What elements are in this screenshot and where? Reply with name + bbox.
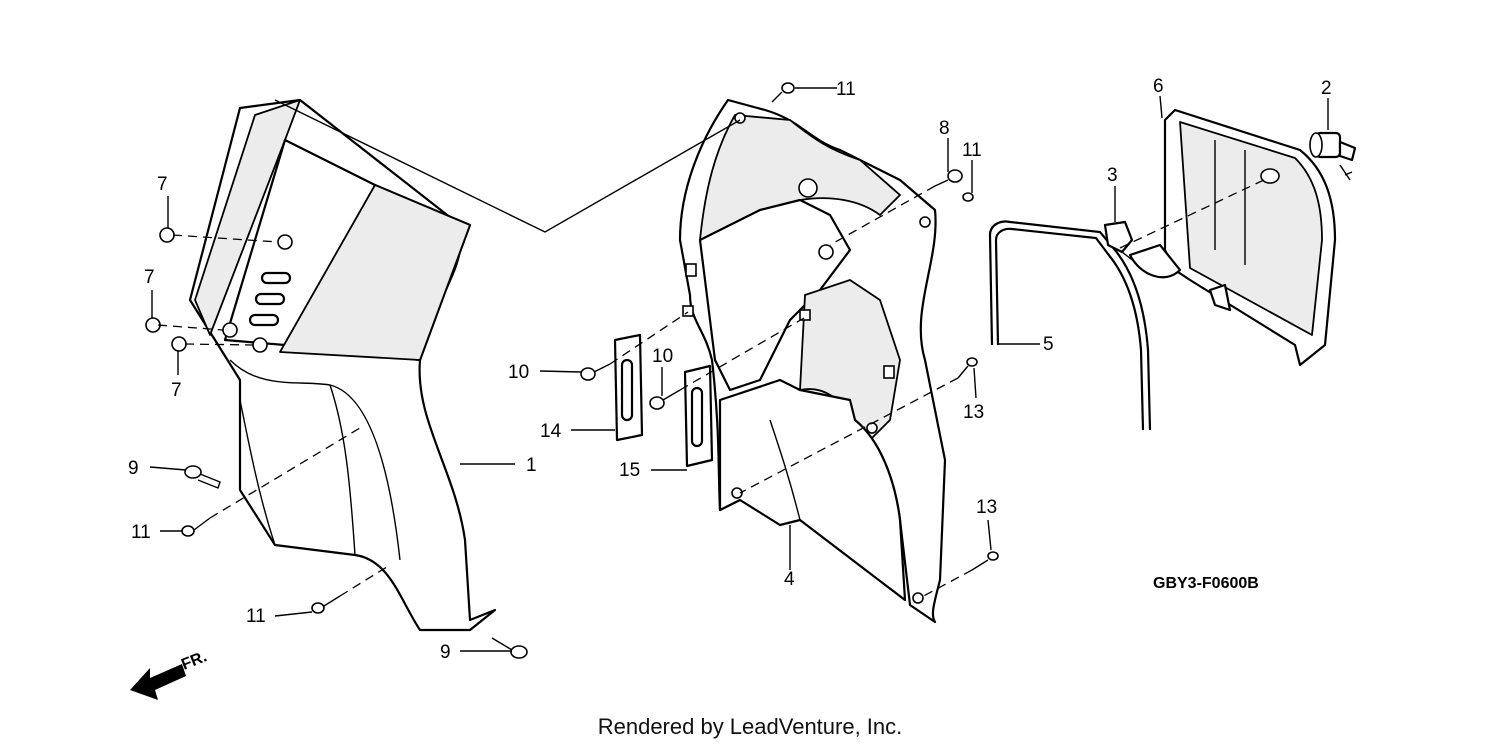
callout-6: 6: [1153, 76, 1164, 97]
callout-7-bottom: 7: [171, 380, 182, 401]
render-credit: Rendered by LeadVenture, Inc.: [597, 714, 903, 739]
callout-2: 2: [1321, 78, 1332, 99]
leader-lines: [149, 87, 1329, 652]
callout-4: 4: [784, 569, 795, 590]
callout-15: 15: [619, 460, 640, 481]
fasteners: [145, 82, 999, 659]
callout-7-top: 7: [157, 174, 168, 195]
callout-14: 14: [540, 421, 562, 442]
part-plate-15: [683, 364, 714, 468]
callout-11-bottom: 11: [246, 606, 266, 627]
part-front-cover: [188, 98, 497, 632]
callout-1: 1: [526, 455, 537, 476]
part-inner-cover: [678, 98, 947, 624]
part-plate-14: [613, 333, 644, 442]
part-pocket-lid: [1128, 108, 1337, 367]
callout-9-left: 9: [128, 458, 139, 479]
callout-7-middle: 7: [144, 267, 155, 288]
callout-9-bottom: 9: [440, 642, 451, 663]
callout-10-left: 10: [508, 362, 529, 383]
callout-5: 5: [1043, 334, 1054, 355]
callout-11-top: 11: [836, 79, 856, 100]
front-direction-arrow: FR.: [130, 648, 209, 700]
drawing-code: GBY3-F0600B: [1153, 575, 1259, 592]
callout-13-upper: 13: [963, 402, 984, 423]
callout-8: 8: [939, 118, 950, 139]
part-clip: [1103, 220, 1136, 263]
callout-11-left: 11: [131, 522, 151, 543]
callout-10-right: 10: [652, 346, 673, 367]
callout-13-lower: 13: [976, 497, 997, 518]
part-key-lock: [1309, 131, 1357, 181]
front-label: FR.: [179, 648, 209, 673]
callout-labels: 1 2 3 4 5 6 7 7 7 8 9 9 10 10 11 11 11 1…: [128, 76, 1332, 663]
part-rod: [988, 220, 1152, 431]
callout-3: 3: [1107, 165, 1118, 186]
callout-11-right: 11: [962, 140, 982, 161]
